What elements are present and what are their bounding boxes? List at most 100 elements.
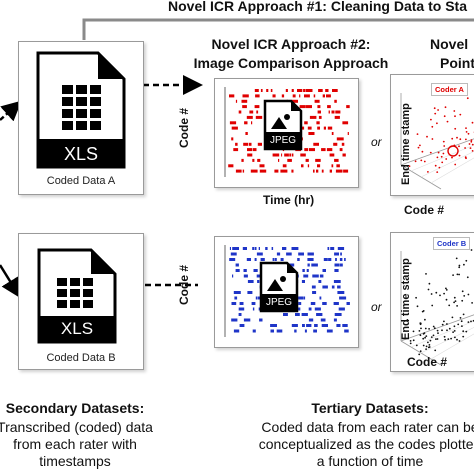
scatter-point bbox=[444, 106, 447, 109]
timeline-tick-mark bbox=[307, 126, 312, 130]
timeline-tick-mark bbox=[304, 148, 308, 152]
timeline-tick-mark bbox=[322, 302, 327, 305]
scatter-point bbox=[467, 321, 470, 323]
timeline-tick-mark bbox=[314, 99, 320, 103]
scatter-point bbox=[459, 113, 462, 116]
jpeg-file-icon bbox=[263, 99, 303, 151]
legend-coder-a: Coder A bbox=[431, 83, 468, 96]
timeline-tick-mark bbox=[301, 164, 304, 168]
timeline-tick-mark bbox=[342, 153, 346, 157]
timeline-tick-mark bbox=[292, 94, 296, 98]
timeline-tick-mark bbox=[282, 247, 287, 250]
timeline-tick-mark bbox=[299, 94, 301, 98]
timeline-tick-mark bbox=[301, 126, 305, 130]
scatter-point bbox=[432, 334, 435, 337]
timeline-tick-mark bbox=[307, 263, 310, 267]
timeline-tick-mark bbox=[315, 158, 321, 162]
timeline-tick-mark bbox=[250, 169, 258, 173]
scatter-point bbox=[445, 287, 447, 290]
tertiary-line: Coded data from each rater can be bbox=[261, 419, 474, 435]
scatter-point bbox=[445, 158, 448, 160]
timeline-tick-mark bbox=[304, 94, 310, 98]
scatter-point bbox=[464, 147, 466, 149]
xls-file-icon bbox=[36, 51, 126, 169]
timeline-tick-mark bbox=[247, 153, 253, 157]
timeline-tick-mark bbox=[242, 247, 247, 250]
timeline-tick-mark bbox=[340, 252, 342, 256]
timeline-tick-mark bbox=[297, 258, 300, 261]
timeline-tick-mark bbox=[326, 94, 331, 98]
timeline-tick-mark bbox=[346, 302, 350, 305]
scatter-point bbox=[462, 330, 465, 333]
timeline-tick-mark bbox=[251, 121, 253, 125]
timeline-tick-mark bbox=[305, 105, 312, 109]
timeline-tick-mark bbox=[305, 89, 313, 92]
timeline-tick-mark bbox=[247, 148, 253, 152]
scatter-point bbox=[420, 159, 423, 162]
timeline-tick-mark bbox=[242, 94, 249, 98]
timeline-tick-mark bbox=[234, 296, 238, 300]
timeline-tick-mark bbox=[334, 252, 339, 256]
timeline-tick-mark bbox=[326, 148, 333, 152]
scatter-point bbox=[470, 249, 473, 251]
timeline-tick-mark bbox=[339, 296, 347, 300]
legend-coder-b: Coder B bbox=[433, 237, 471, 250]
timeline-tick-mark bbox=[304, 329, 307, 333]
scatter-point bbox=[415, 344, 418, 347]
timeline-tick-mark bbox=[301, 280, 305, 283]
timeline-tick-mark bbox=[314, 324, 318, 327]
jpeg-file-icon bbox=[259, 261, 299, 313]
timeline-tick-mark bbox=[336, 137, 344, 141]
scatter-point bbox=[432, 325, 435, 328]
tertiary-line: a function of time bbox=[316, 453, 424, 469]
scatter-3d-b: Coder B bbox=[390, 232, 474, 372]
scatter-point bbox=[454, 163, 457, 166]
timeline-tick-mark bbox=[238, 110, 242, 114]
timeline-tick-mark bbox=[238, 307, 245, 311]
timeline-tick-mark bbox=[259, 169, 267, 173]
timeline-tick-mark bbox=[297, 89, 303, 92]
timeline-tick-mark bbox=[316, 169, 319, 173]
scatter-point bbox=[428, 346, 431, 348]
secondary-datasets-description: Transcribed (coded) data from each rater… bbox=[0, 419, 158, 470]
timeline-tick-mark bbox=[339, 263, 343, 267]
timeline-tick-mark bbox=[280, 169, 288, 173]
scatter-point bbox=[447, 338, 450, 340]
timeline-tick-mark bbox=[246, 258, 251, 261]
scatter-point bbox=[458, 264, 461, 267]
timeline-tick-mark bbox=[230, 252, 237, 256]
timeline-tick-mark bbox=[300, 153, 306, 157]
scatter-point bbox=[455, 257, 458, 260]
timeline-tick-mark bbox=[270, 324, 277, 327]
tertiary-line: conceptualized as the codes plotted bbox=[258, 436, 474, 452]
timeline-tick-mark bbox=[242, 105, 247, 109]
scatter-point bbox=[436, 338, 439, 340]
timeline-tick-mark bbox=[334, 263, 340, 267]
scatter-point bbox=[445, 289, 448, 291]
timeline-tick-mark bbox=[256, 274, 263, 278]
scatter-point bbox=[422, 310, 425, 312]
scatter-grid-line bbox=[420, 151, 474, 178]
scatter-point bbox=[436, 156, 439, 159]
scatter-grid-line bbox=[430, 157, 474, 184]
timeline-tick-mark bbox=[333, 142, 338, 146]
timeline-tick-mark bbox=[274, 258, 277, 261]
timeline-tick-mark bbox=[260, 258, 265, 261]
scatter-point bbox=[415, 296, 417, 299]
timeline-tick-mark bbox=[325, 89, 329, 92]
timeline-tick-mark bbox=[265, 247, 268, 250]
scatter-point bbox=[453, 301, 455, 304]
timeline-tick-mark bbox=[255, 94, 260, 98]
timeline-tick-mark bbox=[291, 169, 294, 173]
scatter-point bbox=[469, 147, 472, 149]
timeline-tick-mark bbox=[331, 285, 335, 289]
scatter-a-z-label: End time stamp bbox=[400, 103, 412, 185]
scatter-point bbox=[408, 165, 411, 167]
xls-file-icon bbox=[37, 248, 117, 344]
timeline-tick-mark bbox=[334, 158, 339, 162]
timeline-tick-mark bbox=[342, 324, 348, 327]
timeline-tick-mark bbox=[321, 169, 324, 173]
timeline-tick-mark bbox=[339, 148, 343, 152]
timeline-tick-mark bbox=[271, 247, 274, 250]
timeline-tick-mark bbox=[313, 169, 315, 173]
